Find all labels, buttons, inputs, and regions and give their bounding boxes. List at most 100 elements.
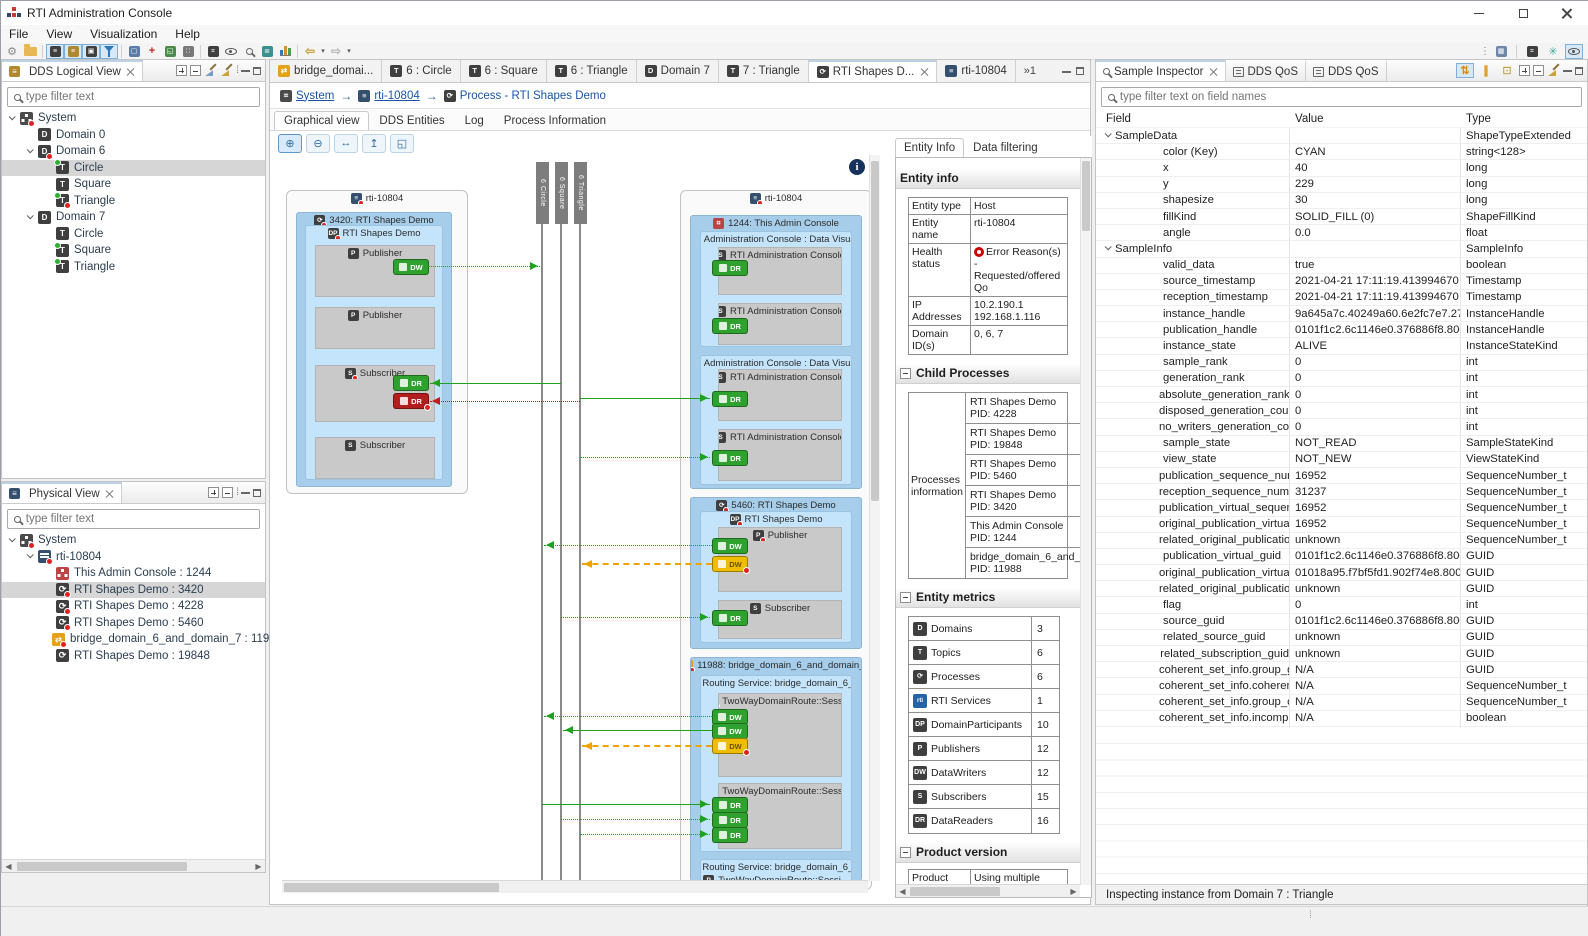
entity-metrics-section-header[interactable]: Entity metrics [896, 587, 1091, 608]
inspector-row[interactable]: shapesize 30 long [1096, 193, 1587, 209]
topic-node-6-circle[interactable]: 6 Circle [536, 162, 549, 224]
datareader-node[interactable]: DR [712, 610, 748, 626]
datareader-node[interactable]: DR [712, 797, 748, 813]
expand-chevron-icon[interactable] [8, 535, 16, 543]
close-icon[interactable] [1210, 68, 1218, 76]
tree-item[interactable]: D Domain 0 [2, 127, 265, 144]
inspector-row[interactable]: related_subscription_guid unknown GUID [1096, 646, 1587, 663]
tab-overflow[interactable]: »1 [1023, 65, 1037, 77]
inspector-row[interactable]: fillKind SOLID_FILL (0) ShapeFillKind [1096, 209, 1587, 226]
sash-handle[interactable]: ⁞ [1309, 910, 1312, 921]
inspector-row[interactable]: reception_sequence_number 31237 Sequence… [1096, 484, 1587, 501]
inspector-row[interactable]: sample_state NOT_READ SampleStateKind [1096, 436, 1587, 452]
fit-width-button[interactable]: ↔ [334, 133, 358, 153]
collapse-icon[interactable] [900, 367, 911, 379]
inspector-row[interactable]: publication_sequence_numbe 16952 Sequenc… [1096, 468, 1587, 485]
tree-item[interactable]: ⟳ RTI Shapes Demo : 4228 [2, 598, 265, 615]
collapse-all-icon[interactable] [222, 487, 234, 498]
inspector-row[interactable]: SampleData ShapeTypeExtended [1096, 128, 1587, 145]
inspector-row[interactable]: x 40 long [1096, 160, 1587, 177]
collapse-all-icon[interactable] [190, 65, 202, 76]
inspector-row[interactable]: angle 0.0 float [1096, 225, 1587, 242]
close-icon[interactable] [920, 68, 928, 76]
expand-all-icon[interactable] [1519, 65, 1530, 76]
entity-hscrollbar[interactable]: ◀ ▶ [896, 884, 1080, 897]
entity-vscrollbar[interactable] [1080, 158, 1091, 885]
clear-icon[interactable] [204, 64, 217, 77]
datareader-node[interactable]: DR [712, 450, 748, 466]
tree-item[interactable]: ⟳ RTI Shapes Demo : 19848 [2, 648, 265, 665]
close-icon[interactable] [127, 68, 135, 76]
maximize-editor-icon[interactable] [1076, 67, 1084, 75]
inspector-row[interactable]: disposed_generation_count 0 int [1096, 403, 1587, 420]
graph-hscrollbar[interactable] [282, 880, 868, 893]
tree-item[interactable]: D Domain 7 [2, 209, 265, 226]
nav-back-menu-icon[interactable]: ▾ [321, 48, 325, 55]
tree-item[interactable]: D Domain 6 [2, 143, 265, 160]
tab-process-information[interactable]: Process Information [503, 115, 607, 127]
maximize-view-icon[interactable] [253, 66, 261, 75]
datawriter-node-warning[interactable]: DW [712, 738, 750, 756]
tree-item[interactable]: ⟳ RTI Shapes Demo : 5460 [2, 615, 265, 632]
inspector-row[interactable]: color (Key) CYAN string<128> [1096, 144, 1587, 161]
expand-all-icon[interactable] [176, 65, 188, 76]
zoom-icon[interactable] [240, 44, 258, 59]
expand-chevron-icon[interactable] [26, 146, 34, 154]
open-folder-icon[interactable] [21, 43, 39, 59]
datawriter-node[interactable]: DW [712, 538, 748, 554]
inspector-row[interactable]: original_publication_virtual_g 01018a95.… [1096, 565, 1587, 582]
physical-filter-input[interactable] [25, 513, 253, 525]
system-view-icon[interactable]: ⌗ [204, 44, 222, 59]
view-menu-icon[interactable]: ⁞ [236, 487, 239, 498]
expand-all-icon[interactable] [208, 487, 220, 498]
inspector-row[interactable]: original_publication_virtual_se 16952 Se… [1096, 517, 1587, 533]
datareader-node[interactable]: DR [393, 375, 429, 391]
inspector-row[interactable]: source_guid 0101f1c2.6c1146e0.376886f8.8… [1096, 614, 1587, 630]
breadcrumb-system[interactable]: ⌗System [280, 89, 334, 102]
maximize-view-icon[interactable] [1575, 66, 1583, 75]
layout-icon[interactable]: ∷ [179, 44, 197, 59]
minimize-editor-icon[interactable] [1062, 70, 1071, 73]
inspector-row[interactable]: instance_state ALIVE InstanceStateKind [1096, 338, 1587, 355]
collapse-all-icon[interactable] [1533, 65, 1544, 76]
logical-view-alt-icon[interactable]: ≡ [64, 43, 82, 59]
minimize-view-icon[interactable] [241, 69, 250, 72]
column-field[interactable]: Field [1106, 112, 1131, 125]
minimize-view-icon[interactable] [241, 491, 250, 494]
panel-icon[interactable]: ▢ [125, 44, 143, 59]
list-icon[interactable]: ≣ [258, 44, 276, 59]
datareader-node[interactable]: DR [712, 318, 748, 334]
datareader-node[interactable]: DR [712, 812, 748, 828]
scroll-left-icon[interactable]: ◀ [899, 886, 906, 896]
clear-alt-icon[interactable] [220, 64, 233, 77]
zoom-in-button[interactable]: ⊕ [278, 133, 302, 153]
inspector-row[interactable]: instance_handle 9a645a7c.40249a60.6e2fc7… [1096, 306, 1587, 323]
logical-filter-input[interactable] [25, 91, 253, 103]
inspector-row[interactable]: flag 0 int [1096, 597, 1587, 614]
tree-item[interactable]: System [2, 532, 265, 549]
datareader-node[interactable]: DR [712, 260, 748, 276]
tab-dds-qos-2[interactable]: DDS QoS [1306, 60, 1387, 81]
inspector-row[interactable]: publication_virtual_sequence_ 16952 Sequ… [1096, 500, 1587, 517]
inspector-row[interactable]: view_state NOT_NEW ViewStateKind [1096, 452, 1587, 468]
column-value[interactable]: Value [1295, 112, 1324, 125]
nav-forward-icon[interactable]: ⇨ [330, 44, 342, 58]
graph-vscrollbar[interactable] [869, 155, 880, 881]
topic-node-6-triangle[interactable]: 6 Triangle [574, 162, 587, 224]
inspector-row[interactable]: publication_handle 0101f1c2.6c1146e0.376… [1096, 322, 1587, 339]
tree-item[interactable]: T Square [2, 176, 265, 193]
tree-item[interactable]: T Triangle [2, 258, 265, 276]
column-type[interactable]: Type [1466, 112, 1491, 125]
pause-icon[interactable]: ∥ [1483, 65, 1489, 77]
close-button[interactable] [1545, 1, 1588, 25]
add-panel-icon[interactable]: + [148, 45, 156, 57]
scroll-right-icon[interactable]: ▶ [255, 861, 262, 871]
export-diagram-icon[interactable]: ◱ [161, 44, 179, 59]
tab-physical-view[interactable]: ≡ Physical View [2, 482, 122, 503]
tab-graphical-view[interactable]: Graphical view [274, 111, 370, 130]
